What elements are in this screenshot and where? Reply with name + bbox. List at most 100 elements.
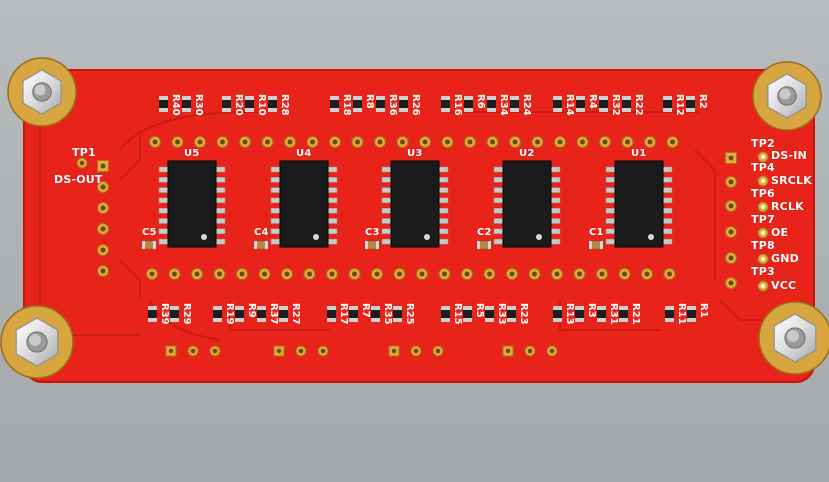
header-pad-top — [576, 136, 589, 148]
resistor-r28 — [268, 96, 277, 112]
bottom-connector-pad — [209, 345, 221, 357]
ic-u5 — [158, 160, 226, 248]
resistor-r31 — [597, 306, 606, 322]
resistor-label-r22: R22 — [633, 94, 644, 116]
resistor-r22 — [622, 96, 631, 112]
header-pad-top — [351, 136, 364, 148]
header-pad-bottom — [371, 268, 383, 280]
resistor-label-r29: R29 — [181, 303, 192, 325]
header-pad-top — [599, 136, 611, 148]
resistor-label-r19: R19 — [224, 303, 235, 325]
resistor-r16 — [441, 96, 450, 112]
tp6-label: TP6 — [751, 187, 775, 200]
test-point — [757, 280, 769, 292]
test-point — [757, 227, 769, 239]
right-header-pad — [725, 176, 737, 188]
resistor-label-r14: R14 — [564, 94, 575, 116]
resistor-label-r21: R21 — [630, 303, 641, 325]
header-pad-top — [171, 136, 184, 148]
resistor-label-r24: R24 — [521, 94, 532, 116]
right-header-pad — [725, 252, 737, 264]
resistor-r3 — [575, 306, 584, 322]
left-header-pad — [97, 244, 109, 256]
resistor-r1 — [687, 306, 696, 322]
bottom-connector-pad — [410, 345, 422, 357]
tp7-label: TP7 — [751, 213, 775, 226]
resistor-r36 — [376, 96, 385, 112]
resistor-label-r12: R12 — [674, 94, 685, 116]
tp3-label: TP3 — [751, 265, 775, 278]
resistor-label-r30: R30 — [193, 94, 204, 116]
resistor-label-r9: R9 — [246, 303, 257, 318]
resistor-r5 — [463, 306, 472, 322]
header-pad-bottom — [416, 268, 428, 280]
left-header-pad — [97, 223, 109, 235]
resistor-r7 — [349, 306, 358, 322]
header-pad-bottom — [506, 268, 518, 280]
resistor-r15 — [441, 306, 450, 322]
oe-label: OE — [771, 226, 789, 239]
resistor-r17 — [327, 306, 336, 322]
left-header-pad — [97, 181, 109, 193]
cap-label-c5: C5 — [142, 227, 157, 238]
bottom-connector-pad — [165, 345, 177, 357]
resistor-r12 — [663, 96, 672, 112]
resistor-label-r28: R28 — [279, 94, 290, 116]
resistor-r23 — [507, 306, 516, 322]
resistor-label-r33: R33 — [496, 303, 507, 325]
resistor-r19 — [213, 306, 222, 322]
header-pad-bottom — [596, 268, 608, 280]
vcc-label: VCC — [771, 279, 797, 292]
tp1-label: TP1 — [72, 146, 96, 159]
ic-label-u1: U1 — [631, 148, 647, 159]
resistor-label-r32: R32 — [610, 94, 621, 116]
header-pad-top — [374, 136, 386, 148]
capacitor-c2 — [476, 240, 492, 250]
header-pad-top — [194, 136, 206, 148]
ic-u1 — [605, 160, 673, 248]
resistor-label-r36: R36 — [387, 94, 398, 116]
right-header-pad — [725, 277, 737, 289]
header-pad-bottom — [438, 268, 451, 280]
resistor-label-r26: R26 — [410, 94, 421, 116]
header-pad-bottom — [146, 268, 158, 280]
header-pad-top — [486, 136, 499, 148]
standoff-bottom-left — [0, 305, 74, 379]
resistor-r34 — [487, 96, 496, 112]
header-pad-bottom — [213, 268, 226, 280]
resistor-label-r1: R1 — [698, 303, 709, 318]
resistor-r21 — [619, 306, 628, 322]
test-point — [757, 151, 769, 163]
tp1-pad — [97, 160, 109, 172]
cap-label-c2: C2 — [477, 227, 492, 238]
capacitor-c1 — [588, 240, 604, 250]
bottom-connector-pad — [295, 345, 307, 357]
resistor-r9 — [235, 306, 244, 322]
resistor-label-r3: R3 — [586, 303, 597, 318]
cap-label-c3: C3 — [365, 227, 380, 238]
resistor-r13 — [553, 306, 562, 322]
cap-label-c4: C4 — [254, 227, 269, 238]
header-pad-top — [464, 136, 476, 148]
header-pad-bottom — [551, 268, 563, 280]
header-pad-bottom — [303, 268, 316, 280]
header-pad-bottom — [483, 268, 496, 280]
resistor-r37 — [257, 306, 266, 322]
header-pad-top — [441, 136, 454, 148]
header-pad-top — [149, 136, 161, 148]
resistor-label-r15: R15 — [452, 303, 463, 325]
header-pad-bottom — [168, 268, 181, 280]
resistor-r35 — [371, 306, 380, 322]
resistor-label-r27: R27 — [290, 303, 301, 325]
resistor-r11 — [665, 306, 674, 322]
resistor-label-r10: R10 — [256, 94, 267, 116]
resistor-r18 — [330, 96, 339, 112]
header-pad-top — [554, 136, 566, 148]
capacitor-c5 — [141, 240, 157, 250]
resistor-label-r40: R40 — [170, 94, 181, 116]
resistor-r4 — [576, 96, 585, 112]
rclk-label: RCLK — [771, 200, 804, 213]
resistor-r27 — [279, 306, 288, 322]
resistor-label-r4: R4 — [587, 94, 598, 109]
header-pad-bottom — [573, 268, 586, 280]
